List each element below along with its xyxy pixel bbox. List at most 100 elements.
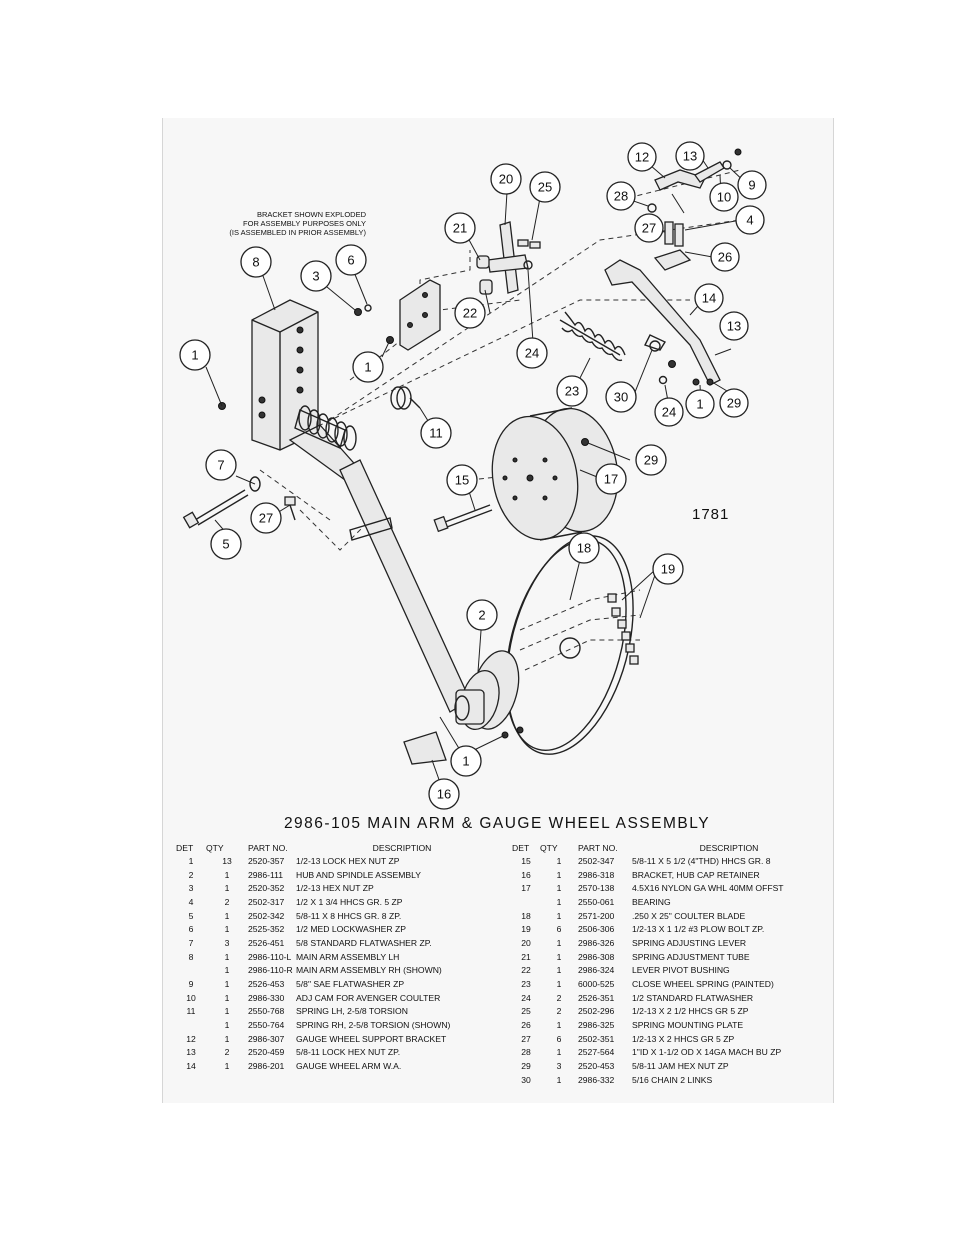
- callout-30: 30: [605, 381, 637, 413]
- qty-cell: 1: [224, 979, 230, 990]
- gauge-wheel-arm: [604, 249, 721, 386]
- callout-18: 18: [568, 532, 600, 564]
- det-cell: 30: [521, 1074, 531, 1085]
- callout-22: 22: [454, 297, 486, 329]
- callout-6: 6: [335, 244, 367, 276]
- callout-20: 20: [490, 163, 522, 195]
- svg-text:26: 26: [718, 250, 732, 265]
- svg-text:21: 21: [453, 221, 467, 236]
- callout-1b: 1: [352, 351, 384, 383]
- qty-cell: 1: [556, 979, 562, 990]
- description-cell: HUB AND SPINDLE ASSEMBLY: [296, 869, 421, 880]
- svg-text:28: 28: [614, 189, 628, 204]
- part-number-cell: 2502-317: [248, 896, 285, 907]
- svg-text:5: 5: [222, 537, 229, 552]
- callout-28: 28: [606, 181, 636, 211]
- callout-25: 25: [529, 171, 561, 203]
- note-line: BRACKET SHOWN EXPLODED: [256, 210, 366, 219]
- callout-2: 2: [466, 599, 498, 631]
- svg-text:29: 29: [644, 453, 658, 468]
- qty-cell: 1: [224, 965, 230, 976]
- svg-text:1: 1: [696, 397, 703, 412]
- part-number-cell: 2986-324: [578, 965, 615, 976]
- svg-text:19: 19: [661, 562, 675, 577]
- nuts-and-washers: [218, 260, 714, 739]
- part-number-cell: 2986-330: [248, 992, 285, 1003]
- callout-15: 15: [446, 464, 478, 496]
- qty-cell: 1: [224, 924, 230, 935]
- svg-text:11: 11: [429, 426, 443, 441]
- qty-cell: 1: [556, 965, 562, 976]
- callout-3: 3: [300, 260, 332, 292]
- svg-text:1: 1: [191, 348, 198, 363]
- description-cell: 5/16 CHAIN 2 LINKS: [632, 1074, 713, 1085]
- callout-26: 26: [710, 242, 740, 272]
- description-cell: 1/2-13 X 2 HHCS GR 5 ZP: [632, 1033, 735, 1044]
- det-cell: [512, 895, 540, 909]
- qty-cell: 1: [224, 1006, 230, 1017]
- description-cell: 1/2 MED LOCKWASHER ZP: [296, 924, 406, 935]
- callout-29a: 29: [719, 388, 749, 418]
- callout-5: 5: [210, 528, 242, 560]
- svg-text:13: 13: [683, 149, 697, 164]
- description-cell: 5/8-11 X 8 HHCS GR. 8 ZP.: [296, 910, 402, 921]
- description-cell: MAIN ARM ASSEMBLY LH: [296, 951, 400, 962]
- det-cell: 16: [521, 869, 531, 880]
- part-number-cell: 2502-351: [578, 1033, 615, 1044]
- description-cell: 1/2 STANDARD FLATWASHER: [632, 992, 754, 1003]
- det-cell: 4: [188, 896, 194, 907]
- svg-text:14: 14: [702, 291, 716, 306]
- description-cell: 1"ID X 1-1/2 OD X 14GA MACH BU ZP: [632, 1047, 782, 1058]
- part-number-cell: 2526-453: [248, 979, 285, 990]
- description-cell: 5/8 STANDARD FLATWASHER ZP.: [296, 937, 432, 948]
- parts-table-header: DET QTY PART NO. DESCRIPTION: [176, 841, 508, 854]
- qty-cell: 1: [556, 869, 562, 880]
- bolt-15: [433, 504, 493, 533]
- callout-4: 4: [735, 205, 765, 235]
- part-number-cell: 2525-352: [248, 924, 285, 935]
- svg-text:27: 27: [642, 221, 656, 236]
- plow-bolts: [607, 593, 639, 665]
- drawing-sheet: [162, 118, 834, 1103]
- callout-7: 7: [205, 449, 237, 481]
- close-wheel-spring: [559, 311, 626, 362]
- qty-cell: 1: [224, 883, 230, 894]
- header-desc: DESCRIPTION: [372, 842, 432, 853]
- svg-text:16: 16: [437, 787, 451, 802]
- callout-17: 17: [595, 463, 627, 495]
- description-cell: SPRING RH, 2-5/8 TORSION (SHOWN): [296, 1020, 451, 1031]
- description-cell: 1/2-13 LOCK HEX NUT ZP: [296, 855, 400, 866]
- det-cell: [176, 964, 206, 978]
- svg-text:3: 3: [312, 269, 319, 284]
- part-number-cell: 2502-342: [248, 910, 285, 921]
- det-cell: 25: [521, 1006, 531, 1017]
- callout-24a: 24: [516, 337, 548, 369]
- header-desc: DESCRIPTION: [699, 842, 759, 853]
- det-cell: 23: [521, 979, 531, 990]
- callout-1d: 1: [450, 745, 482, 777]
- bolt-5: [182, 476, 261, 529]
- exploded-bracket-note: BRACKET SHOWN EXPLODED FOR ASSEMBLY PURP…: [196, 210, 366, 237]
- svg-text:13: 13: [727, 319, 741, 334]
- part-number-cell: 2986-318: [578, 869, 615, 880]
- header-part: PART NO.: [578, 842, 618, 853]
- qty-cell: 1: [224, 951, 230, 962]
- part-number-cell: 2571-200: [578, 910, 615, 921]
- qty-cell: 1: [556, 937, 562, 948]
- callout-21: 21: [444, 212, 476, 244]
- det-cell: 5: [188, 910, 194, 921]
